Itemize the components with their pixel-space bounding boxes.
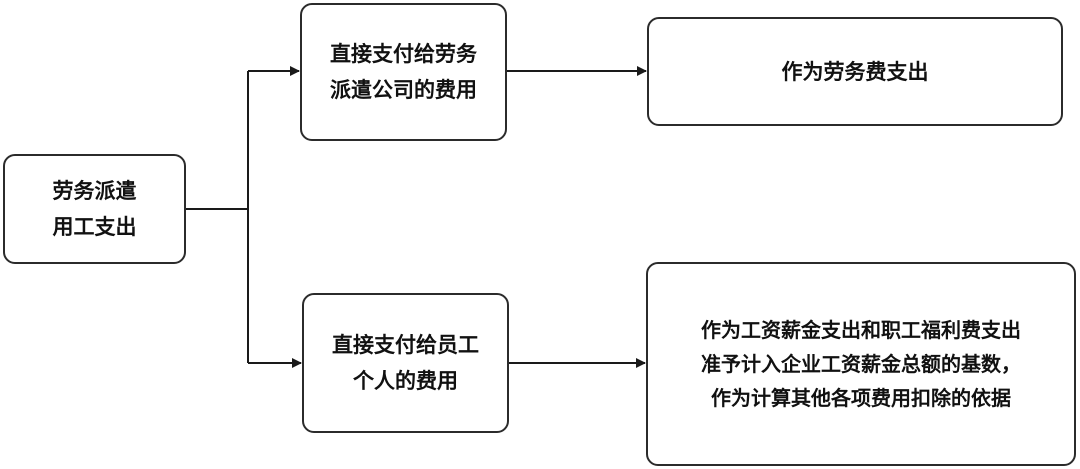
node-label-line: 派遣公司的费用 [330,78,477,102]
node-label-line: 用工支出 [52,215,137,239]
node-labor-dispatch-expense: 劳务派遣 用工支出 [3,154,186,264]
node-label-line: 准予计入企业工资薪金总额的基数， [701,352,1021,376]
node-label-line: 作为工资薪金支出和职工福利费支出 [701,318,1021,342]
node-label-line: 劳务派遣 [52,179,137,203]
node-label-line: 作为计算其他各项费用扣除的依据 [711,386,1011,410]
node-label-line: 直接支付给员工 [332,333,479,357]
node-paid-to-employees: 直接支付给员工 个人的费用 [302,293,509,433]
node-wage-and-welfare-expense: 作为工资薪金支出和职工福利费支出 准予计入企业工资薪金总额的基数， 作为计算其他… [646,262,1076,466]
node-paid-to-dispatch-company: 直接支付给劳务 派遣公司的费用 [300,3,507,141]
node-label-line: 作为劳务费支出 [781,59,929,84]
node-label-line: 个人的费用 [353,369,458,393]
node-label-line: 直接支付给劳务 [330,42,477,66]
node-labor-service-expense: 作为劳务费支出 [647,17,1063,126]
